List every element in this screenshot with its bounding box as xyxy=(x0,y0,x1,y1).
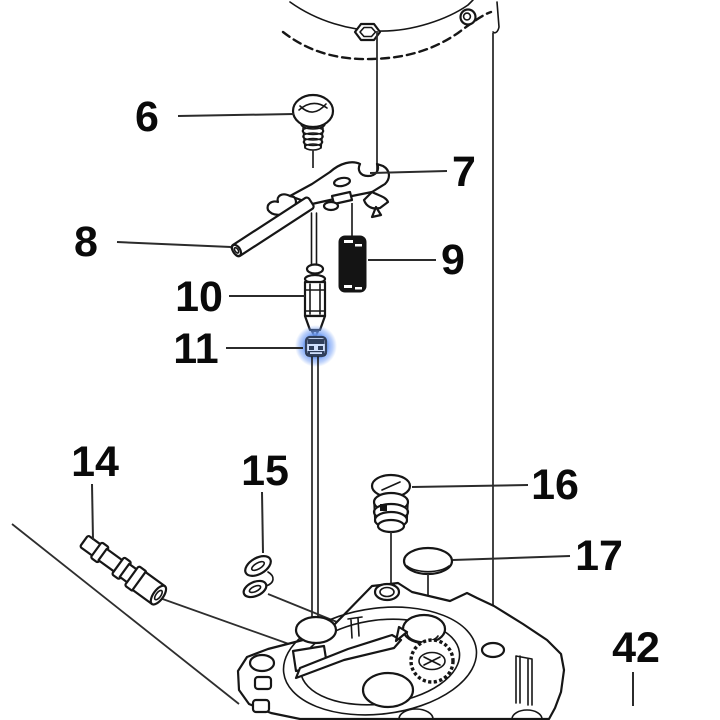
gasket-screw-hole xyxy=(459,8,477,26)
label-6[interactable]: 6 xyxy=(135,93,159,141)
part-7-metering-lever[interactable] xyxy=(266,161,390,219)
jet-screen-hole xyxy=(409,638,455,684)
part-11-highlight-tint xyxy=(303,333,329,359)
leader-14 xyxy=(91,483,94,541)
callouts: 6 7 8 9 10 11 14 15 16 17 42 xyxy=(71,93,660,706)
leader-6 xyxy=(177,113,295,117)
gasket-fragment xyxy=(281,0,500,61)
part-9-spring[interactable] xyxy=(338,235,367,293)
part-42-carburetor-body[interactable] xyxy=(236,581,566,720)
label-16[interactable]: 16 xyxy=(531,461,579,509)
part-10-needle-valve[interactable] xyxy=(303,212,327,340)
label-42[interactable]: 42 xyxy=(612,624,660,672)
fitting-axis-line xyxy=(156,596,304,650)
part-8-pin[interactable] xyxy=(230,196,315,258)
gasket-hex-hole xyxy=(353,22,382,42)
label-10[interactable]: 10 xyxy=(175,273,223,321)
label-14[interactable]: 14 xyxy=(71,438,119,486)
part-14-fitting[interactable] xyxy=(77,531,170,607)
label-11[interactable]: 11 xyxy=(173,325,218,373)
part-16-valve[interactable] xyxy=(370,473,412,534)
part-15-clip[interactable] xyxy=(241,552,274,600)
leader-15 xyxy=(261,491,264,554)
clip-leader-diagonal xyxy=(267,593,338,623)
label-7[interactable]: 7 xyxy=(452,148,476,196)
label-9[interactable]: 9 xyxy=(441,236,465,284)
leader-8 xyxy=(116,241,232,248)
label-17[interactable]: 17 xyxy=(575,532,623,580)
part-17-plug[interactable] xyxy=(402,546,454,576)
leader-7 xyxy=(369,170,448,174)
part-11-nut[interactable] xyxy=(304,335,328,358)
leader-16 xyxy=(411,484,529,488)
label-15[interactable]: 15 xyxy=(241,447,289,495)
label-8[interactable]: 8 xyxy=(74,218,98,266)
leader-17 xyxy=(452,555,571,561)
diagonal-edge-line xyxy=(11,523,240,705)
part-6-screw[interactable] xyxy=(291,93,335,151)
